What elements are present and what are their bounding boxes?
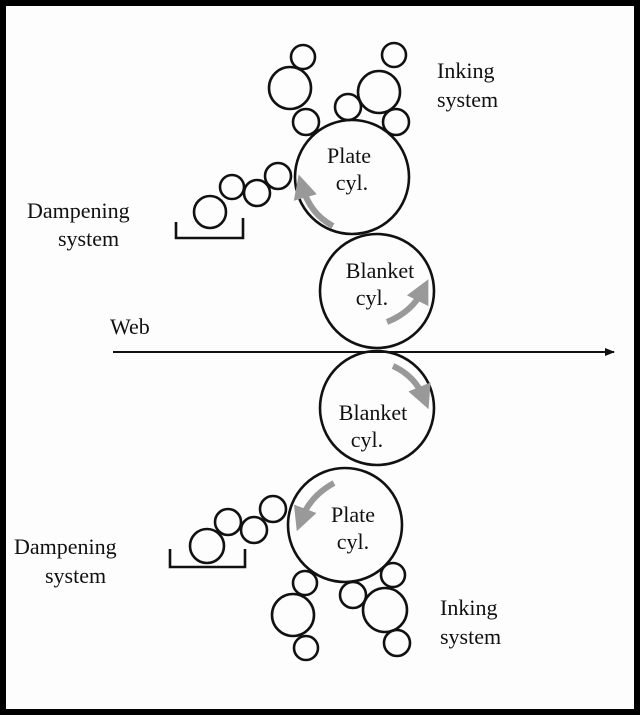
inking-bottom-label-1: Inking — [440, 595, 497, 620]
dampening-bottom-label-2: system — [45, 563, 106, 588]
plate-top-label-1: Plate — [327, 143, 371, 168]
inking-rollers-bottom — [270, 561, 412, 662]
dampening-tray-top — [174, 218, 245, 240]
dampening-rollers-bottom — [168, 494, 288, 569]
blanket-bottom-label-1: Blanket — [339, 400, 407, 425]
dampening-tray-bottom — [168, 549, 247, 569]
inking-bottom-label-2: system — [440, 624, 501, 649]
rotation-arrow-blanket-bottom — [391, 363, 431, 410]
plate-bottom-label-1: Plate — [331, 502, 375, 527]
rotation-arrow-plate-top — [293, 174, 335, 229]
dampening-top-label-1: Dampening — [27, 198, 130, 223]
plate-bottom-label-2: cyl. — [337, 529, 369, 554]
web-label: Web — [110, 314, 150, 339]
inking-top-label-1: Inking — [437, 58, 494, 83]
dampening-rollers-top — [174, 161, 293, 240]
blanket-bottom-label-2: cyl. — [351, 427, 383, 452]
inking-top-label-2: system — [437, 87, 498, 112]
inking-rollers-top — [267, 41, 411, 137]
blanket-top-label-1: Blanket — [346, 258, 414, 283]
plate-cylinder-bottom — [286, 466, 404, 584]
dampening-bottom-label-1: Dampening — [14, 534, 117, 559]
blanket-cylinder-top — [318, 232, 436, 350]
rotation-arrow-plate-bottom — [293, 480, 336, 532]
rotation-arrow-blanket-top — [385, 279, 429, 325]
blanket-top-label-2: cyl. — [356, 285, 388, 310]
plate-top-label-2: cyl. — [336, 170, 368, 195]
dampening-top-label-2: system — [58, 226, 119, 251]
